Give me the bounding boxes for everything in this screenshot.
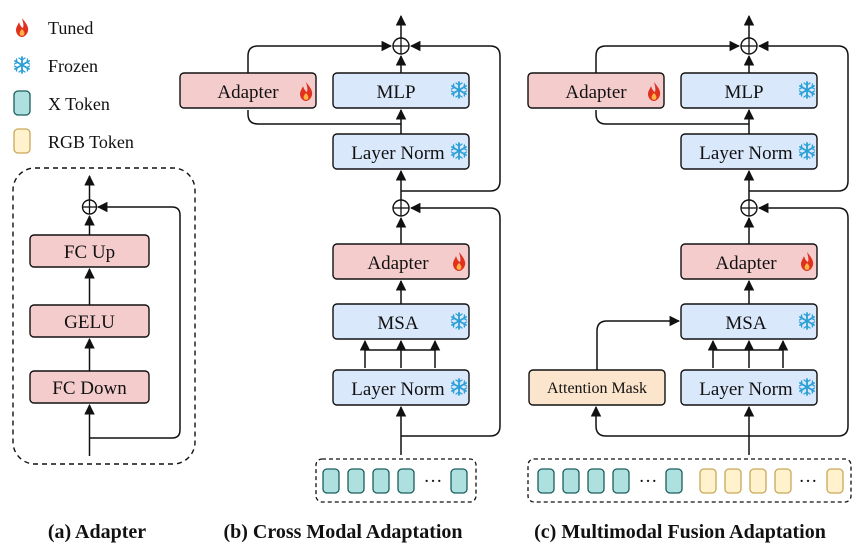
rgb-token-swatch bbox=[13, 128, 31, 154]
legend-frozen-label: Frozen bbox=[48, 56, 98, 76]
attention-mask-label: Attention Mask bbox=[547, 380, 647, 397]
panel-adapter: FC Up GELU FC Down (a) Adapter bbox=[12, 167, 196, 543]
caption-panel-a: (a) Adapter bbox=[48, 521, 146, 543]
mlp-label: MLP bbox=[376, 82, 415, 103]
token-ellipsis: ··· bbox=[424, 471, 443, 492]
x-token bbox=[587, 468, 605, 494]
x-token bbox=[397, 468, 415, 494]
rgb-token bbox=[749, 468, 767, 494]
x-token bbox=[665, 468, 683, 494]
fc-down-label: FC Down bbox=[52, 378, 127, 399]
msa-label: MSA bbox=[377, 313, 418, 334]
adapter-top-label: Adapter bbox=[217, 82, 279, 103]
x-token bbox=[612, 468, 630, 494]
layer-norm-bottom-label: Layer Norm bbox=[351, 379, 445, 400]
snowflake-icon bbox=[13, 56, 31, 74]
layer-norm-bottom-box bbox=[680, 369, 818, 406]
rgb-token bbox=[699, 468, 717, 494]
rgb-token bbox=[774, 468, 792, 494]
adapter-top-label: Adapter bbox=[565, 82, 627, 103]
layer-norm-bottom-label: Layer Norm bbox=[699, 379, 793, 400]
rgb-token bbox=[724, 468, 742, 494]
caption-panel-b: (b) Cross Modal Adaptation bbox=[223, 521, 462, 543]
token-ellipsis: ··· bbox=[799, 471, 818, 492]
layer-norm-top-label: Layer Norm bbox=[351, 143, 445, 164]
gelu-label: GELU bbox=[64, 312, 115, 333]
mlp-label: MLP bbox=[724, 82, 763, 103]
legend: Tuned Frozen X Token RGB Token bbox=[13, 18, 134, 154]
x-token bbox=[450, 468, 468, 494]
x-token-swatch bbox=[13, 90, 31, 116]
x-token bbox=[562, 468, 580, 494]
x-token bbox=[322, 468, 340, 494]
caption-panel-c: (c) Multimodal Fusion Adaptation bbox=[534, 521, 826, 543]
legend-x-token-label: X Token bbox=[48, 94, 110, 114]
layer-norm-top-label: Layer Norm bbox=[699, 143, 793, 164]
x-token bbox=[537, 468, 555, 494]
token-strip-c bbox=[527, 458, 852, 503]
flame-icon bbox=[16, 18, 29, 37]
token-strip-b bbox=[315, 458, 477, 503]
adapter-dashed-frame bbox=[12, 167, 196, 465]
token-ellipsis: ··· bbox=[639, 471, 658, 492]
panel-cross-modal: Adapter MLP Layer Norm Adapter MSA Layer… bbox=[179, 14, 501, 543]
msa-label: MSA bbox=[725, 313, 766, 334]
adapter-mid-label: Adapter bbox=[367, 253, 429, 274]
adapter-mid-label: Adapter bbox=[715, 253, 777, 274]
panel-multimodal-fusion: Adapter MLP Layer Norm Adapter MSA Atten… bbox=[527, 14, 852, 543]
x-token bbox=[372, 468, 390, 494]
legend-rgb-token-label: RGB Token bbox=[48, 132, 134, 152]
legend-tuned-label: Tuned bbox=[48, 18, 93, 38]
x-token bbox=[347, 468, 365, 494]
fc-up-label: FC Up bbox=[64, 242, 115, 263]
rgb-token bbox=[826, 468, 844, 494]
layer-norm-bottom-box bbox=[332, 369, 470, 406]
